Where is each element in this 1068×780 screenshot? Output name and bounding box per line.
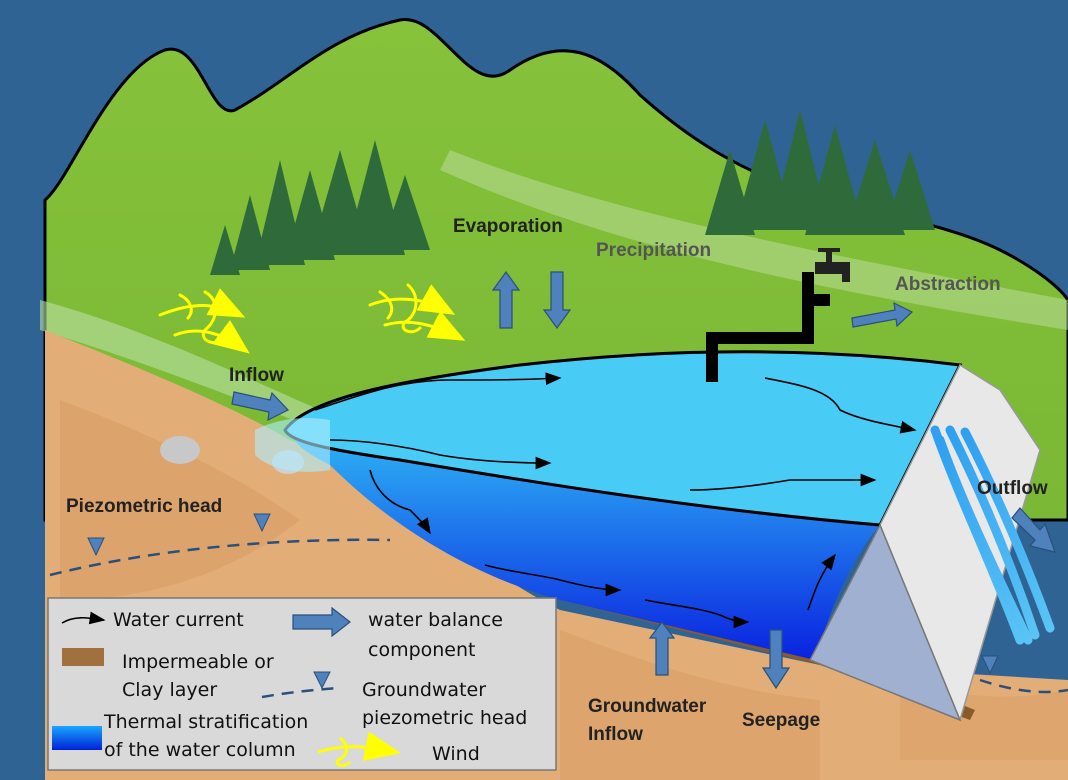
label-outflow: Outflow xyxy=(977,478,1048,499)
legend-water-current-icon xyxy=(61,611,106,625)
water-current-5 xyxy=(369,469,431,535)
legend-impermeable-label-2: Clay layer xyxy=(122,679,217,701)
label-groundwater-inflow-2: Inflow xyxy=(588,724,643,745)
outflow-arrow xyxy=(1011,507,1056,553)
dam xyxy=(808,363,1041,723)
piezometric-head-line xyxy=(49,538,391,577)
legend-wind-icon xyxy=(317,731,401,761)
wind-icon xyxy=(158,288,246,318)
water-current-7 xyxy=(644,599,750,629)
legend-water-balance-icon xyxy=(292,606,351,638)
legend-groundwater-label-2: piezometric head xyxy=(362,707,527,729)
label-abstraction: Abstraction xyxy=(895,274,1001,295)
precipitation-arrow xyxy=(542,271,572,330)
water-current-3 xyxy=(764,377,917,434)
piezometric-head-line-right xyxy=(979,678,1068,694)
groundwater-inflow-arrow xyxy=(648,621,676,676)
label-evaporation: Evaporation xyxy=(453,216,563,237)
legend-impermeable-label-1: Impermeable or xyxy=(122,651,274,673)
evaporation-arrow xyxy=(491,270,521,329)
water-current-1 xyxy=(314,372,562,411)
legend-clay-swatch xyxy=(62,648,104,666)
wind-symbols xyxy=(158,283,466,354)
label-piezometric-head: Piezometric head xyxy=(66,496,222,517)
water-current-6 xyxy=(484,564,622,597)
wind-icon xyxy=(173,320,250,354)
legend-water-current-label: Water current xyxy=(113,609,244,631)
water-currents xyxy=(314,372,917,629)
water-current-4 xyxy=(689,473,877,491)
water-current-2 xyxy=(329,439,552,470)
legend-water-balance-label-1: water balance xyxy=(368,609,503,631)
legend-groundwater-label-1: Groundwater xyxy=(362,679,486,701)
legend-thermal-label-1: Thermal stratification xyxy=(103,711,308,733)
forest-left xyxy=(210,140,430,275)
piezometric-triangle-icon-2 xyxy=(253,513,271,533)
label-groundwater-inflow-1: Groundwater xyxy=(588,696,707,717)
abstraction-pipe xyxy=(706,272,830,382)
water-current-8 xyxy=(807,553,836,611)
seepage-arrow xyxy=(761,629,791,690)
legend-thermal-label-2: of the water column xyxy=(104,739,296,761)
legend-groundwater-line-icon xyxy=(261,686,339,699)
inflow-arrow xyxy=(231,391,289,422)
label-inflow: Inflow xyxy=(229,365,284,386)
legend-thermal-swatch xyxy=(52,726,102,750)
waterfall-outflow xyxy=(930,425,1055,645)
legend-groundwater-triangle-icon xyxy=(313,671,331,690)
legend-wind-label: Wind xyxy=(432,743,480,765)
wind-icon xyxy=(383,310,466,341)
label-seepage: Seepage xyxy=(742,710,820,731)
label-precipitation: Precipitation xyxy=(596,240,711,261)
tap-icon xyxy=(815,248,850,282)
abstraction-arrow xyxy=(851,301,914,328)
piezometric-triangle-icon-3 xyxy=(981,655,999,675)
legend: Water current water balance component Im… xyxy=(47,597,557,771)
wind-icon xyxy=(368,284,456,315)
forest-right xyxy=(705,110,935,235)
piezometric-triangle-icon xyxy=(87,537,105,557)
legend-water-balance-label-2: component xyxy=(368,639,476,661)
